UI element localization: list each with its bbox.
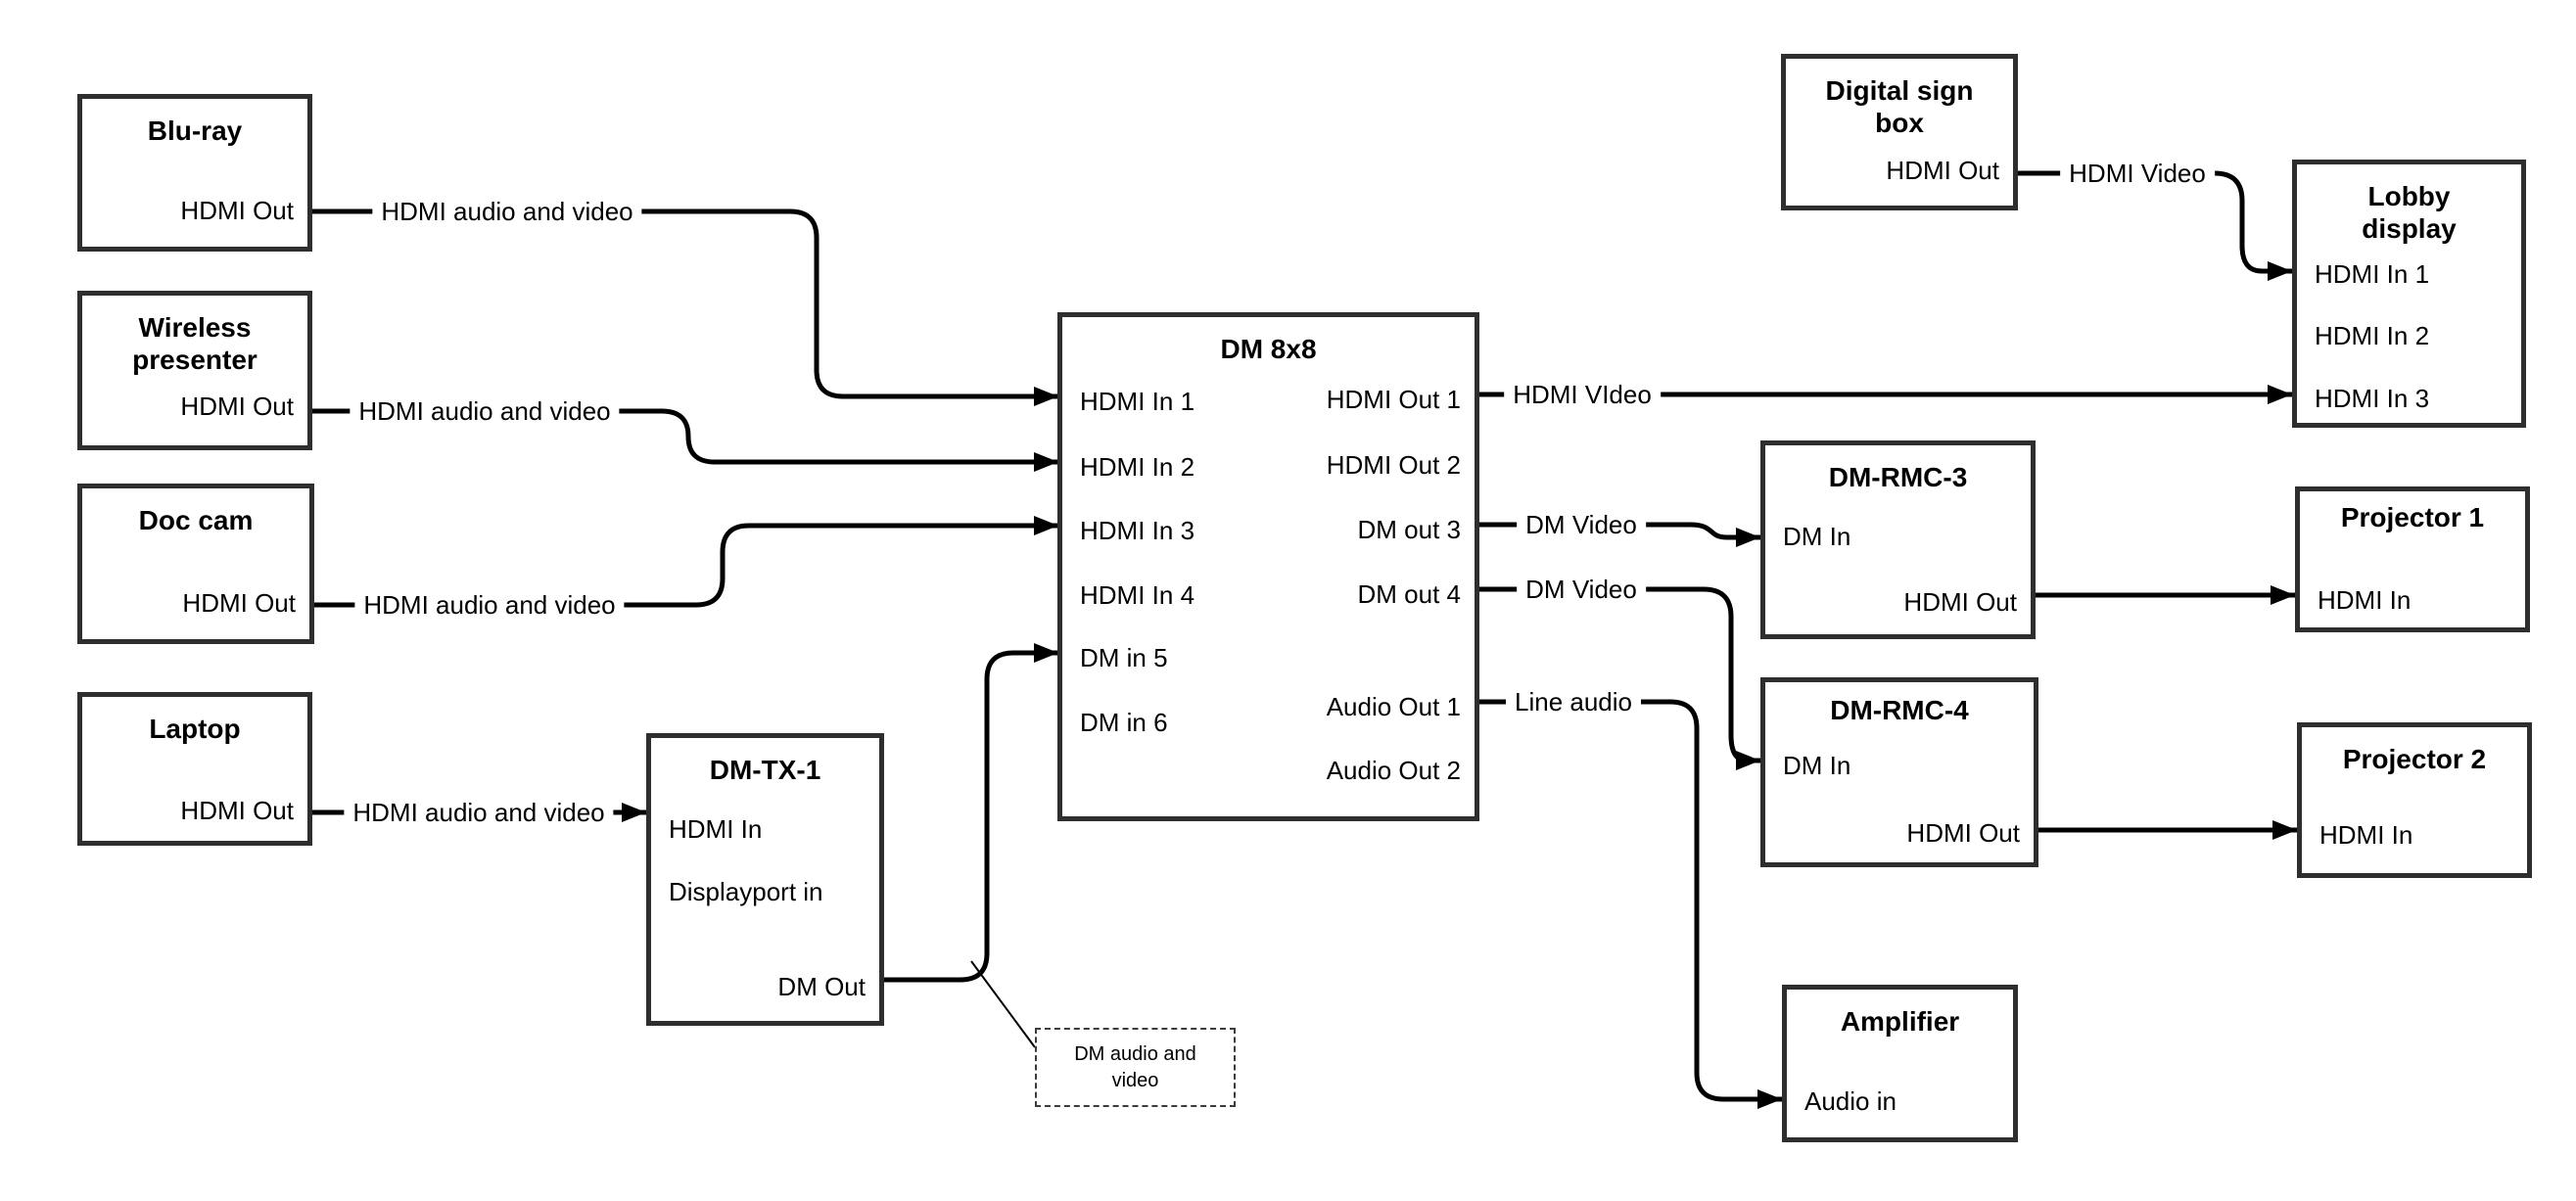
wire-label-hdmi-video-out1: HDMI VIdeo — [1504, 380, 1661, 409]
port-dmtx1-dm-out: DM Out — [777, 972, 866, 1001]
wire-dm8x8-out4-to-rmc4 — [1479, 586, 1760, 770]
port-dm8x8-hdmi-in-4: HDMI In 4 — [1080, 580, 1195, 610]
wire-doccam-to-dm8x8-in3 — [312, 516, 1058, 608]
node-rmc3: DM-RMC-3 DM In HDMI Out — [1760, 440, 2036, 639]
node-title: Amplifier — [1840, 1006, 1960, 1037]
wire-bluray-to-dm8x8-in1 — [312, 208, 1058, 406]
node-title: Doc cam — [138, 505, 254, 535]
port-dm8x8-audio-out-1: Audio Out 1 — [1326, 692, 1461, 721]
wire-label-laptop: HDMI audio and video — [344, 798, 614, 827]
annotation-text: DM audio and video — [1074, 1042, 1196, 1091]
port-laptop-hdmi-out: HDMI Out — [180, 796, 294, 825]
port-signbox-hdmi-out: HDMI Out — [1886, 156, 1999, 185]
port-rmc4-dm-in: DM In — [1783, 751, 1851, 780]
port-rmc4-hdmi-out: HDMI Out — [1906, 818, 2020, 848]
port-rmc3-dm-in: DM In — [1783, 522, 1851, 551]
node-proj1: Projector 1 HDMI In — [2295, 486, 2530, 632]
port-proj1-hdmi-in: HDMI In — [2318, 585, 2412, 615]
node-title: Digital sign box — [1825, 75, 1974, 138]
node-dm8x8: DM 8x8 HDMI In 1 HDMI In 2 HDMI In 3 HDM… — [1057, 312, 1479, 821]
wire-dm8x8-out3-to-rmc3 — [1479, 522, 1760, 547]
node-title: DM-TX-1 — [709, 755, 821, 785]
wire-label-wireless: HDMI audio and video — [350, 396, 620, 426]
node-title: Projector 1 — [2340, 502, 2485, 532]
port-dm8x8-hdmi-in-3: HDMI In 3 — [1080, 516, 1195, 545]
node-title: DM 8x8 — [1220, 334, 1317, 364]
node-title: Wireless presenter — [132, 312, 258, 375]
wire-label-hdmi-video-sign: HDMI Video — [2060, 159, 2215, 188]
port-dm8x8-audio-out-2: Audio Out 2 — [1326, 756, 1461, 785]
node-proj2: Projector 2 HDMI In — [2297, 722, 2532, 878]
node-title: Laptop — [149, 714, 241, 744]
node-title: Blu-ray — [147, 115, 243, 146]
port-doccam-hdmi-out: HDMI Out — [182, 588, 296, 618]
wire-wireless-to-dm8x8-in2 — [312, 408, 1058, 472]
node-doccam: Doc cam HDMI Out — [77, 484, 314, 644]
wire-label-bluray: HDMI audio and video — [372, 197, 642, 226]
port-dm8x8-dm-out-3: DM out 3 — [1357, 515, 1462, 544]
node-lobby: Lobby display HDMI In 1 HDMI In 2 HDMI I… — [2292, 160, 2526, 428]
node-bluray: Blu-ray HDMI Out — [77, 94, 312, 252]
node-laptop: Laptop HDMI Out — [77, 692, 312, 846]
node-title: Lobby display — [2362, 181, 2457, 244]
port-dmtx1-hdmi-in: HDMI In — [669, 814, 763, 844]
wire-label-dm-video-3: DM Video — [1517, 510, 1646, 539]
port-amp-audio-in: Audio in — [1804, 1086, 1897, 1116]
port-dm8x8-hdmi-out-2: HDMI Out 2 — [1326, 450, 1461, 480]
node-wireless: Wireless presenter HDMI Out — [77, 291, 312, 450]
port-dm8x8-hdmi-out-1: HDMI Out 1 — [1326, 385, 1461, 414]
node-signbox: Digital sign box HDMI Out — [1781, 54, 2018, 210]
wire-signbox-to-lobby-in1 — [2018, 170, 2292, 281]
node-dmtx1: DM-TX-1 HDMI In Displayport in DM Out — [646, 733, 884, 1026]
port-dm8x8-dm-in-5: DM in 5 — [1080, 643, 1168, 672]
annotation-callout-line — [970, 960, 1036, 1048]
port-rmc3-hdmi-out: HDMI Out — [1903, 587, 2017, 617]
port-wireless-hdmi-out: HDMI Out — [180, 392, 294, 421]
node-title: DM-RMC-4 — [1830, 695, 1969, 725]
node-amp: Amplifier Audio in — [1782, 985, 2018, 1142]
wire-audio-out1-to-amp — [1479, 699, 1782, 1109]
port-dm8x8-dm-out-4: DM out 4 — [1357, 579, 1462, 609]
node-title: DM-RMC-3 — [1828, 462, 1968, 492]
wire-dmtx1-to-dm8x8-in5 — [884, 643, 1058, 983]
port-dm8x8-hdmi-in-2: HDMI In 2 — [1080, 452, 1195, 482]
port-lobby-hdmi-in-3: HDMI In 3 — [2315, 384, 2430, 413]
wire-label-line-audio: Line audio — [1506, 687, 1641, 716]
port-lobby-hdmi-in-2: HDMI In 2 — [2315, 321, 2430, 350]
port-dm8x8-dm-in-6: DM in 6 — [1080, 708, 1168, 737]
port-lobby-hdmi-in-1: HDMI In 1 — [2315, 259, 2430, 289]
wire-label-doccam: HDMI audio and video — [354, 590, 625, 620]
node-annotation: DM audio and video — [1035, 1028, 1236, 1107]
node-title: Projector 2 — [2342, 744, 2487, 774]
port-dmtx1-displayport-in: Displayport in — [669, 877, 823, 906]
port-bluray-hdmi-out: HDMI Out — [180, 196, 294, 225]
port-proj2-hdmi-in: HDMI In — [2319, 820, 2413, 850]
wire-label-dm-video-4: DM Video — [1517, 575, 1646, 604]
port-dm8x8-hdmi-in-1: HDMI In 1 — [1080, 387, 1195, 416]
node-rmc4: DM-RMC-4 DM In HDMI Out — [1760, 677, 2038, 867]
